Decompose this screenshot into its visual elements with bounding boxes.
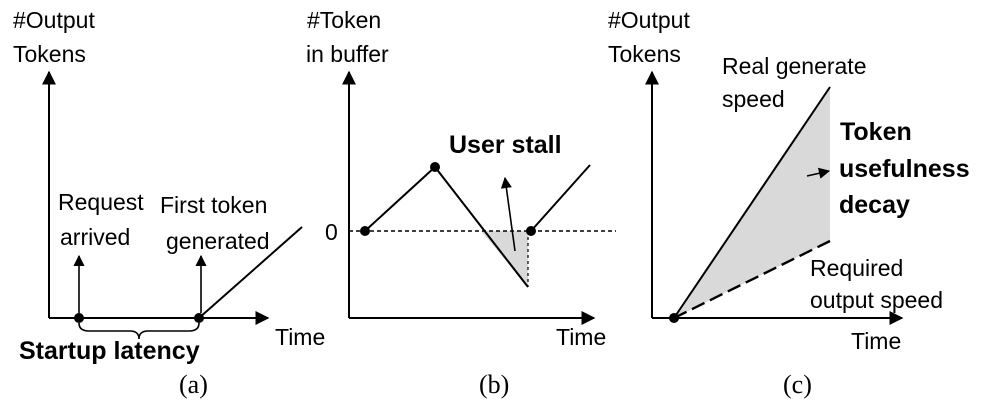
panel-b-buffer-recovery — [530, 164, 591, 232]
panel-c-real-speed-line — [673, 86, 831, 319]
panel-c-required-speed-line — [673, 239, 831, 320]
panel-a-ylabel-line1: #Output — [13, 7, 95, 33]
panel-c-required-line1: Required — [810, 255, 903, 281]
panel-c-decay-arrow — [806, 167, 831, 179]
panel-a-startup-latency: Startup latency — [19, 337, 200, 365]
panel-a-startup-brace — [78, 322, 200, 340]
panel-c-caption: (c) — [783, 370, 812, 399]
panel-a-first-token-line1: First token — [160, 192, 267, 218]
panel-b-user-stall: User stall — [449, 131, 562, 159]
panel-a-ylabel-line2: Tokens — [13, 41, 86, 67]
panel-c-decay-line1: Token — [840, 118, 912, 146]
panel-b-ylabel-line2: in buffer — [306, 41, 389, 67]
panel-b-caption: (b) — [479, 370, 509, 399]
panel-a: #Output Tokens Request arrived First tok… — [13, 7, 325, 399]
panel-b-stall-arrow — [500, 176, 516, 252]
panel-b: #Token in buffer 0 User stall Time (b) — [306, 7, 616, 399]
panel-a-output-line — [198, 226, 303, 319]
panel-b-ylabel-line1: #Token — [307, 7, 381, 33]
panel-a-request-line2: arrived — [60, 224, 130, 250]
panel-c-real-speed-line2: speed — [722, 86, 785, 112]
panel-b-start-point — [360, 226, 370, 236]
panel-a-caption: (a) — [179, 370, 208, 399]
panel-c: #Output Tokens Real generate speed Token… — [608, 7, 970, 399]
panel-c-required-line2: output speed — [810, 287, 943, 313]
panel-a-xlabel: Time — [275, 324, 325, 350]
panel-c-xlabel: Time — [851, 328, 901, 354]
panel-c-origin-point — [669, 313, 679, 323]
panel-a-request-point — [74, 313, 84, 323]
panel-c-decay-line2: usefulness — [839, 155, 970, 183]
panel-b-buffer-line — [364, 165, 529, 288]
panel-a-request-line1: Request — [58, 189, 144, 215]
panel-b-peak-point — [430, 162, 440, 172]
panel-c-real-speed-line1: Real generate — [722, 53, 867, 79]
panel-b-xlabel: Time — [556, 324, 606, 350]
panel-a-first-token-line2: generated — [166, 228, 270, 254]
panel-a-first-token-point — [194, 313, 204, 323]
panel-c-ylabel-line1: #Output — [608, 7, 690, 33]
panel-b-resume-point — [526, 226, 536, 236]
panel-b-zero-tick: 0 — [325, 219, 338, 245]
panel-c-ylabel-line2: Tokens — [608, 41, 681, 67]
panel-c-decay-line3: decay — [839, 191, 910, 219]
